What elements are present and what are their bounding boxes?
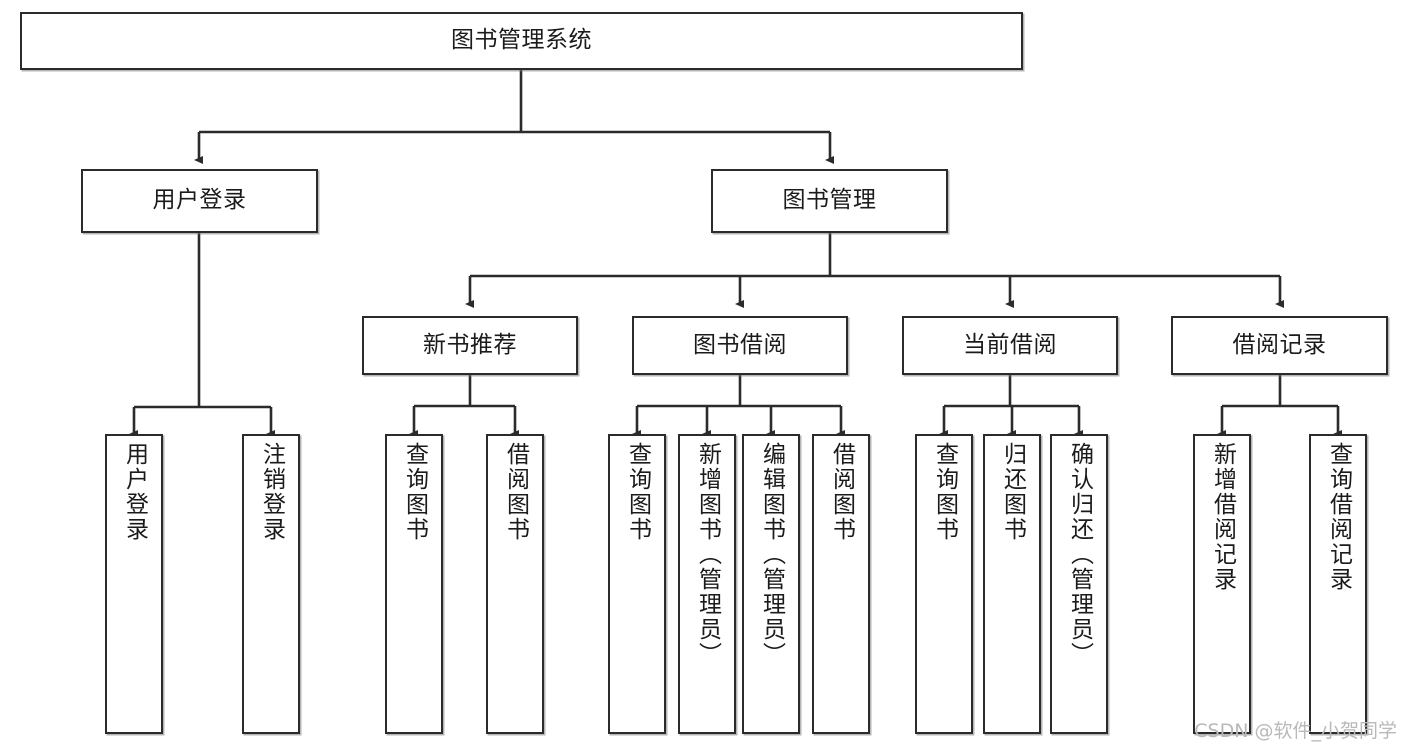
node-user-login[interactable]: 用户登录 [81,169,318,233]
node-leaf-borrow-book-1-label: 借阅图书 [502,442,529,542]
watermark-text: CSDN @软件_小贺同学 [1194,720,1397,742]
node-current-borrow[interactable]: 当前借阅 [902,316,1118,375]
node-leaf-add-book-label: 新增图书（管理员） [694,442,721,667]
node-new-book-recommend-label: 新书推荐 [423,331,517,358]
node-user-login-label: 用户登录 [152,187,247,214]
node-borrow-record-label: 借阅记录 [1232,331,1327,358]
node-root[interactable]: 图书管理系统 [20,12,1023,70]
node-leaf-edit-book-label: 编辑图书（管理员） [758,442,785,667]
node-leaf-borrow-book-2[interactable]: 借阅图书 [812,434,870,734]
node-leaf-query-book-2[interactable]: 查询图书 [608,434,666,734]
node-leaf-edit-book[interactable]: 编辑图书（管理员） [742,434,800,734]
node-borrow-record[interactable]: 借阅记录 [1171,316,1388,375]
node-leaf-return-book-label: 归还图书 [999,442,1026,542]
node-leaf-add-record-label: 新增借阅记录 [1209,442,1236,592]
node-leaf-user-login-label: 用户登录 [121,442,148,542]
node-leaf-logout-login[interactable]: 注销登录 [242,434,300,734]
node-leaf-confirm-return-label: 确认归还（管理员） [1066,442,1093,667]
node-current-borrow-label: 当前借阅 [963,331,1057,358]
node-leaf-logout-login-label: 注销登录 [258,442,285,542]
node-leaf-query-book-3[interactable]: 查询图书 [915,434,973,734]
node-leaf-query-book-1-label: 查询图书 [401,442,428,542]
node-leaf-query-book-3-label: 查询图书 [931,442,958,542]
node-root-label: 图书管理系统 [451,27,592,54]
node-leaf-query-book-1[interactable]: 查询图书 [385,434,443,734]
node-book-borrow[interactable]: 图书借阅 [632,316,848,375]
node-leaf-query-record[interactable]: 查询借阅记录 [1309,434,1367,734]
node-leaf-query-record-label: 查询借阅记录 [1325,442,1352,592]
node-leaf-confirm-return[interactable]: 确认归还（管理员） [1050,434,1108,734]
node-leaf-user-login[interactable]: 用户登录 [105,434,163,734]
node-leaf-add-record[interactable]: 新增借阅记录 [1193,434,1251,734]
node-leaf-borrow-book-1[interactable]: 借阅图书 [486,434,544,734]
node-leaf-return-book[interactable]: 归还图书 [983,434,1041,734]
node-new-book-recommend[interactable]: 新书推荐 [362,316,578,375]
node-leaf-query-book-2-label: 查询图书 [624,442,651,542]
node-book-borrow-label: 图书借阅 [693,331,787,358]
node-leaf-add-book[interactable]: 新增图书（管理员） [678,434,736,734]
node-book-management-label: 图书管理 [782,187,877,214]
node-leaf-borrow-book-2-label: 借阅图书 [828,442,855,542]
node-book-management[interactable]: 图书管理 [711,169,948,233]
